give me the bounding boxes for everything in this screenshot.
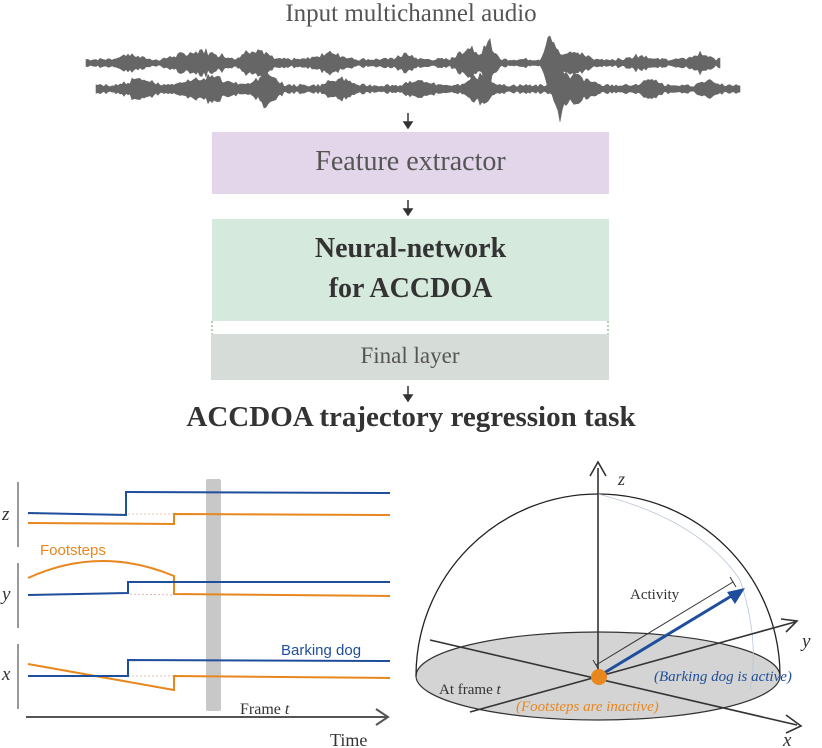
task-title: ACCDOA trajectory regression task	[186, 401, 636, 433]
waveform-group	[85, 35, 741, 122]
activity-label: Activity	[630, 587, 680, 603]
z-footsteps-line	[27, 512, 391, 526]
footsteps-label: Footsteps	[40, 542, 106, 559]
nn-final-connector	[211, 321, 609, 334]
timeline-chart: z y x Footsteps Barking dog Frame t Time	[0, 479, 391, 748]
time-axis-label: Time	[330, 730, 367, 748]
y-footsteps-line	[27, 560, 391, 597]
x-axis-line	[429, 639, 798, 726]
neural-network-label-line2: for ACCDOA	[328, 273, 493, 304]
activity-vector	[598, 590, 739, 678]
timeline-x-label: x	[1, 664, 11, 685]
input-audio-title: Input multichannel audio	[285, 0, 537, 27]
timeline-y-label: y	[0, 584, 11, 605]
activity-vector-head	[727, 588, 745, 604]
z-barking-dog-line	[27, 490, 391, 517]
barking-dog-status: (Barking dog is active)	[654, 669, 792, 685]
frame-t-label: Frame t	[240, 701, 290, 718]
faint-meridian	[597, 493, 754, 691]
y-barking-dog-line	[27, 581, 390, 596]
feature-extractor-label: Feature extractor	[315, 146, 506, 177]
neural-network-label-line1: Neural-network	[314, 233, 507, 264]
final-layer-block: Final layer	[211, 334, 609, 380]
origin-dot	[591, 669, 607, 685]
activity-dimension-line	[595, 581, 734, 666]
sphere-z-label: z	[617, 469, 625, 489]
y-footsteps-ref-line	[129, 593, 175, 596]
barking-dog-label: Barking dog	[281, 642, 361, 659]
sphere-x-label: x	[782, 730, 792, 748]
sphere-y-label: y	[800, 631, 811, 652]
arrow-audio-to-feature	[402, 113, 414, 130]
arrow-feature-to-nn	[402, 200, 414, 217]
neural-network-block: Neural-network for ACCDOA	[212, 219, 609, 321]
arrow-final-to-task	[402, 386, 414, 403]
feature-extractor-block: Feature extractor	[212, 132, 609, 194]
hemisphere-diagram: z y x Activity At frame t (Barking dog i…	[415, 460, 811, 748]
y-axis	[469, 621, 796, 713]
time-axis-arrowhead	[375, 708, 390, 726]
timeline-z-label: z	[1, 504, 10, 525]
activity-dimension-tick-end	[729, 576, 737, 588]
z-axis-arrowhead	[589, 460, 607, 477]
footsteps-status: (Footsteps are inactive)	[516, 699, 659, 715]
waveform-channel-1	[85, 35, 721, 91]
final-layer-label: Final layer	[360, 343, 460, 368]
at-frame-label: At frame t	[439, 682, 501, 698]
activity-dimension-tick-start	[592, 659, 600, 671]
y-axis-arrowhead	[780, 618, 799, 633]
x-barking-dog-line	[28, 658, 391, 677]
x-axis-arrowhead	[785, 714, 803, 734]
waveform-channel-2	[95, 56, 741, 122]
